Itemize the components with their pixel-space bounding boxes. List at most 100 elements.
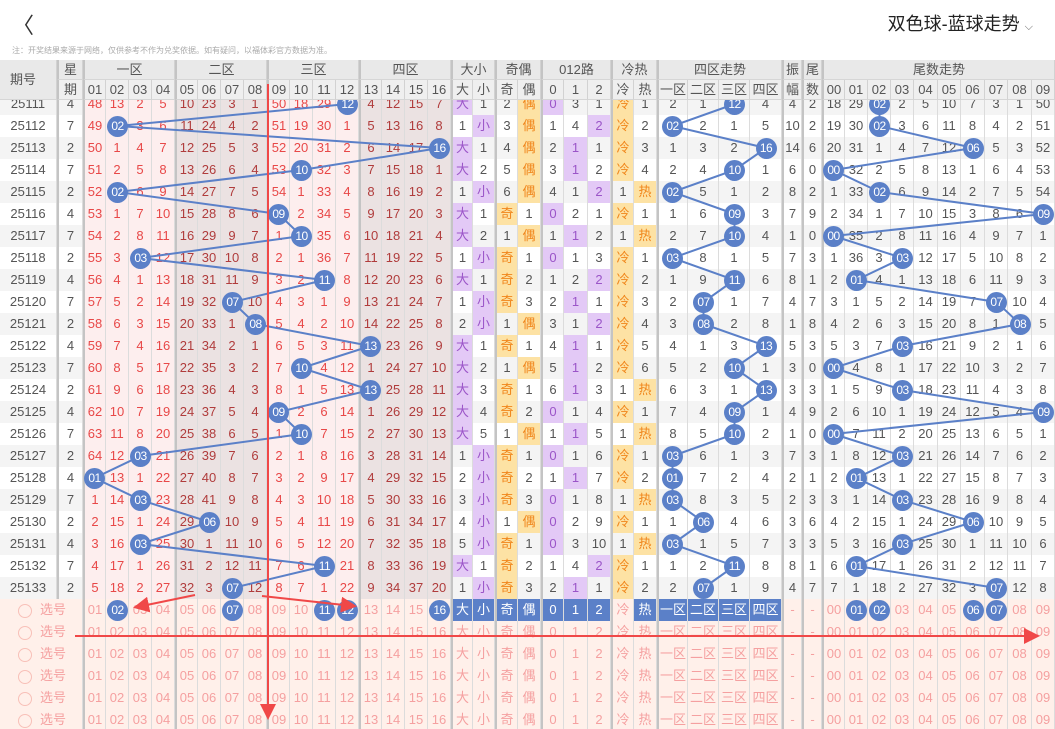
select-option[interactable]: 13	[359, 599, 382, 621]
select-option[interactable]: 11	[313, 621, 336, 643]
select-option[interactable]: 四区	[750, 621, 782, 643]
select-option[interactable]: 二区	[688, 621, 719, 643]
select-option[interactable]: 09	[1032, 621, 1055, 643]
select-option[interactable]: 14	[382, 665, 405, 687]
select-option[interactable]: 09	[1032, 709, 1055, 729]
select-row-label[interactable]: 选号	[0, 621, 83, 643]
select-option[interactable]: 冷	[611, 687, 634, 709]
select-option[interactable]: 四区	[750, 643, 782, 665]
select-option[interactable]: 02	[868, 687, 891, 709]
select-option[interactable]: 03	[891, 621, 914, 643]
select-option[interactable]: 10	[290, 687, 313, 709]
select-option[interactable]: 07	[221, 621, 244, 643]
select-option[interactable]: 01	[845, 687, 868, 709]
select-option[interactable]: 00	[822, 709, 845, 729]
select-option[interactable]: 05	[175, 599, 198, 621]
select-option[interactable]: 04	[914, 643, 938, 665]
select-option[interactable]: 冷	[611, 599, 634, 621]
select-option[interactable]: 三区	[719, 709, 750, 729]
selected-option[interactable]: 小	[473, 599, 495, 621]
select-option[interactable]: 11	[313, 665, 336, 687]
select-option[interactable]: 03	[891, 709, 914, 729]
select-option[interactable]: 03	[129, 643, 152, 665]
select-row-label[interactable]: 选号	[0, 643, 83, 665]
select-option[interactable]: 03	[891, 665, 914, 687]
radio-icon[interactable]	[18, 603, 32, 618]
select-option[interactable]: 05	[938, 621, 961, 643]
select-option[interactable]: 三区	[719, 665, 750, 687]
select-row-label[interactable]: 选号	[0, 709, 83, 729]
select-option[interactable]: 00	[822, 621, 845, 643]
select-option[interactable]: 小	[473, 621, 495, 643]
select-option[interactable]: 09	[267, 665, 290, 687]
select-option[interactable]: 02	[868, 621, 891, 643]
select-option[interactable]: 13	[359, 687, 382, 709]
select-option[interactable]: 05	[175, 621, 198, 643]
select-option[interactable]: 08	[1008, 687, 1032, 709]
select-option[interactable]: 08	[244, 599, 267, 621]
radio-icon[interactable]	[18, 669, 32, 684]
select-option[interactable]: 一区	[657, 643, 688, 665]
select-option[interactable]: 2	[588, 665, 611, 687]
select-option[interactable]: 08	[244, 687, 267, 709]
select-option[interactable]: 0	[541, 643, 564, 665]
select-option[interactable]: 06	[198, 665, 221, 687]
select-option[interactable]: 06	[198, 687, 221, 709]
select-option[interactable]: 09	[267, 709, 290, 729]
select-option[interactable]: 03	[891, 643, 914, 665]
select-option[interactable]: 冷	[611, 665, 634, 687]
select-option[interactable]: 08	[1008, 643, 1032, 665]
select-option[interactable]: 二区	[688, 709, 719, 729]
select-option[interactable]: 07	[221, 709, 244, 729]
selected-option[interactable]: 二区	[688, 599, 719, 621]
select-option[interactable]: 15	[405, 709, 428, 729]
select-option[interactable]: 15	[405, 687, 428, 709]
select-option[interactable]: 02	[106, 621, 129, 643]
select-option[interactable]: 08	[244, 643, 267, 665]
select-option[interactable]: 1	[564, 709, 588, 729]
select-option[interactable]: 偶	[518, 665, 541, 687]
select-option[interactable]: 01	[845, 709, 868, 729]
select-option[interactable]: 02	[106, 709, 129, 729]
select-option[interactable]: 12	[336, 621, 359, 643]
selected-option[interactable]: 1	[564, 599, 588, 621]
select-option[interactable]: 05	[938, 665, 961, 687]
radio-icon[interactable]	[18, 713, 32, 728]
select-option[interactable]: 00	[822, 643, 845, 665]
select-option[interactable]: 02	[106, 643, 129, 665]
select-option[interactable]: 11	[313, 709, 336, 729]
select-option[interactable]: 01	[845, 665, 868, 687]
select-option[interactable]: 14	[382, 709, 405, 729]
select-option[interactable]: 10	[290, 621, 313, 643]
select-option[interactable]: 大	[451, 643, 473, 665]
select-option[interactable]: 07	[985, 621, 1008, 643]
select-option[interactable]: 四区	[750, 665, 782, 687]
select-option[interactable]: 偶	[518, 643, 541, 665]
select-option[interactable]: 09	[267, 687, 290, 709]
select-option[interactable]: 1	[564, 665, 588, 687]
select-option[interactable]: 05	[175, 643, 198, 665]
select-option[interactable]: 四区	[750, 709, 782, 729]
select-option[interactable]: 偶	[518, 621, 541, 643]
select-option[interactable]: 09	[267, 599, 290, 621]
select-option[interactable]: 05	[175, 687, 198, 709]
select-option[interactable]: 07	[221, 643, 244, 665]
select-row-label[interactable]: 选号	[0, 687, 83, 709]
select-option[interactable]: 16	[428, 643, 451, 665]
select-option[interactable]: 00	[822, 599, 845, 621]
select-option[interactable]: 一区	[657, 709, 688, 729]
select-option[interactable]: 03	[129, 599, 152, 621]
select-option[interactable]: 二区	[688, 643, 719, 665]
select-option[interactable]: 1	[564, 643, 588, 665]
select-option[interactable]: 07	[985, 643, 1008, 665]
select-option[interactable]: 06	[961, 665, 985, 687]
select-option[interactable]: 1	[564, 621, 588, 643]
select-option[interactable]: 15	[405, 599, 428, 621]
select-option[interactable]: 1	[564, 687, 588, 709]
select-option[interactable]: 06	[961, 709, 985, 729]
select-option[interactable]: 冷	[611, 621, 634, 643]
select-option[interactable]: 04	[914, 709, 938, 729]
select-option[interactable]: 13	[359, 621, 382, 643]
select-row-label[interactable]: 选号	[0, 599, 83, 621]
